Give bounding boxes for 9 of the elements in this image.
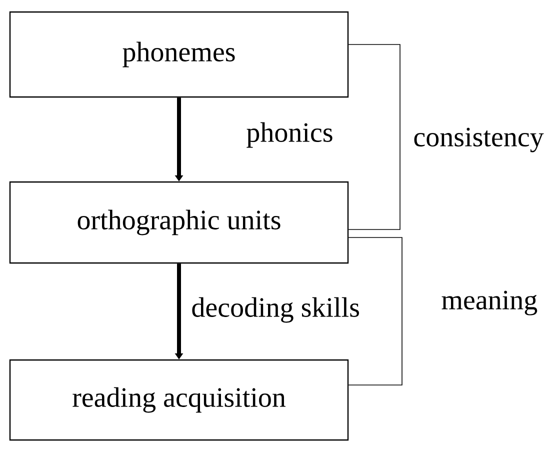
text-box: phonemes (9, 11, 349, 98)
edge-label: consistency (412, 126, 545, 154)
edge-label: decoding skills (190, 296, 361, 324)
bracket-line (348, 237, 402, 386)
edge-label: phonics (245, 121, 334, 149)
text-box: orthographic units (9, 181, 349, 264)
text-box: reading acquisition (9, 359, 349, 441)
bracket-line (348, 44, 400, 230)
edge-label: meaning (440, 290, 539, 316)
